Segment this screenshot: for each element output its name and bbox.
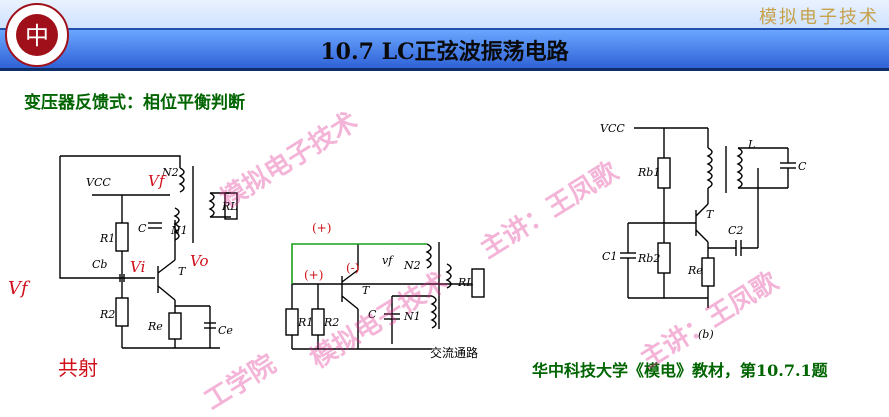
mid-c-label: C <box>368 308 377 321</box>
header-strip <box>0 0 889 28</box>
right-figure-tag: (b) <box>698 328 714 341</box>
figure-caption: 华中科技大学《模电》教材，第10.7.1题 <box>532 361 828 380</box>
right-circuit-diagram: VCC Rb1 Rb2 Re C1 C2 L C T (b) <box>600 122 807 341</box>
right-c1-label: C1 <box>602 250 617 263</box>
hand-vo: Vo <box>190 252 209 270</box>
mid-vf-label: vf <box>382 254 394 267</box>
mid-t-label: T <box>362 284 371 297</box>
left-rl-label: RL <box>221 200 238 213</box>
left-r1-label: R1 <box>99 232 115 245</box>
hand-vi: Vi <box>130 258 146 276</box>
left-n2-label: N2 <box>161 166 179 179</box>
middle-circuit-diagram: R1 R2 T C N1 N2 vf RL (+) (+) (-) <box>285 221 485 350</box>
left-t-label: T <box>178 265 187 278</box>
left-n1-label: N1 <box>170 224 188 237</box>
mid-n1-label: N1 <box>403 310 421 323</box>
watermark-5: 工学院 <box>199 349 282 417</box>
left-vcc-label: VCC <box>86 176 111 189</box>
left-circuit-diagram: VCC R1 R2 Re Ce Cb T N2 N1 RL C Vf Vi Vo <box>59 155 238 349</box>
left-r2-label: R2 <box>99 308 115 321</box>
right-rb1-label: Rb1 <box>637 166 660 179</box>
ac-path-label: 交流通路 <box>430 346 479 360</box>
right-vcc-label: VCC <box>600 122 625 135</box>
right-l-label: L <box>747 138 755 151</box>
left-re-label: Re <box>147 320 163 333</box>
right-rb2-label: Rb2 <box>637 252 660 265</box>
mid-rl-label: RL <box>457 276 474 289</box>
svg-text:中: 中 <box>25 22 49 50</box>
left-cb-label: Cb <box>92 258 107 271</box>
hand-vf-top: Vf <box>148 172 167 190</box>
slide-subtitle: 变压器反馈式：相位平衡判断 <box>24 93 245 113</box>
mid-mark-plus-1: (+) <box>312 221 331 235</box>
right-t-label: T <box>706 208 715 221</box>
mid-mark-plus-2: (+) <box>304 268 323 282</box>
right-re-label: Re <box>687 264 703 277</box>
university-logo-icon: 中 <box>5 3 69 67</box>
hand-note-common-emitter: 共射 <box>58 356 98 380</box>
mid-mark-minus: (-) <box>346 261 359 275</box>
course-title: 模拟电子技术 <box>759 7 879 28</box>
mid-r2-label: R2 <box>323 316 339 329</box>
mid-r1-label: R1 <box>297 316 313 329</box>
right-c2-label: C2 <box>728 224 743 237</box>
title-bar <box>0 28 889 71</box>
slide-title: 10.7 LC正弦波振荡电路 <box>320 39 569 65</box>
left-ce-label: Ce <box>218 324 233 337</box>
right-c-label: C <box>798 160 807 173</box>
hand-vf-left: Vf <box>8 278 28 299</box>
left-c-label: C <box>138 222 147 235</box>
mid-n2-label: N2 <box>403 259 421 272</box>
